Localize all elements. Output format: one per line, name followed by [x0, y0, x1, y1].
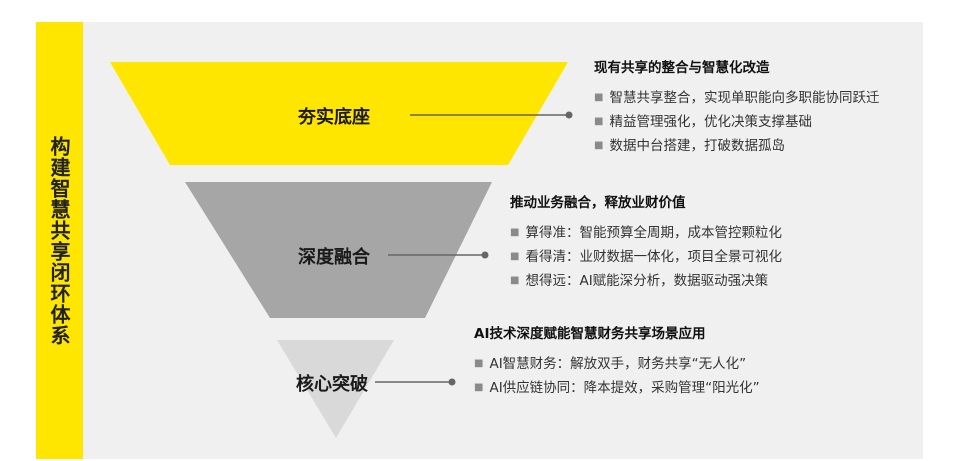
list-item: ■智慧共享整合，实现单职能向多职能协同跃迁	[594, 90, 880, 106]
list-item: ■AI供应链协同：降本提效，采购管理“阳光化”	[474, 380, 760, 396]
square-bullet-icon: ■	[594, 116, 604, 127]
square-bullet-icon: ■	[594, 92, 604, 103]
connector-dot-top	[565, 111, 573, 119]
connector-dot-bottom	[448, 378, 456, 386]
square-bullet-icon: ■	[510, 227, 520, 238]
connector-dot-middle	[481, 251, 489, 259]
block-title: 现有共享的整合与智慧化改造	[594, 60, 770, 76]
list-item: ■AI智慧财务：解放双手，财务共享“无人化”	[474, 356, 747, 372]
block-title: AI技术深度赋能智慧财务共享场景应用	[474, 326, 706, 342]
side-banner: 构建智慧共享闭环体系	[36, 22, 83, 459]
square-bullet-icon: ■	[474, 358, 484, 369]
funnel-layer-middle	[185, 182, 492, 318]
square-bullet-icon: ■	[474, 382, 484, 393]
description-block-bottom: AI技术深度赋能智慧财务共享场景应用 ■AI智慧财务：解放双手，财务共享“无人化…	[474, 322, 760, 400]
layer-label-top: 夯实底座	[298, 107, 370, 128]
list-item: ■想得远：AI赋能深分析，数据驱动强决策	[510, 273, 769, 289]
list-item: ■看得清：业财数据一体化，项目全景可视化	[510, 249, 782, 265]
funnel-layer-top	[110, 62, 568, 165]
description-block-middle: 推动业务融合，释放业财价值 ■算得准：智能预算全周期，成本管控颗粒化 ■看得清：…	[510, 191, 782, 293]
layer-label-middle: 深度融合	[298, 247, 370, 268]
list-item: ■算得准：智能预算全周期，成本管控颗粒化	[510, 225, 782, 241]
layer-label-bottom: 核心突破	[296, 374, 368, 395]
square-bullet-icon: ■	[510, 251, 520, 262]
side-title: 构建智慧共享闭环体系	[47, 135, 71, 346]
block-title: 推动业务融合，释放业财价值	[510, 195, 686, 211]
funnel-layer-bottom	[277, 340, 394, 438]
description-block-top: 现有共享的整合与智慧化改造 ■智慧共享整合，实现单职能向多职能协同跃迁 ■精益管…	[594, 56, 879, 158]
list-item: ■数据中台搭建，打破数据孤岛	[594, 138, 785, 154]
list-item: ■精益管理强化，优化决策支撑基础	[594, 114, 812, 130]
square-bullet-icon: ■	[594, 140, 604, 151]
square-bullet-icon: ■	[510, 275, 520, 286]
